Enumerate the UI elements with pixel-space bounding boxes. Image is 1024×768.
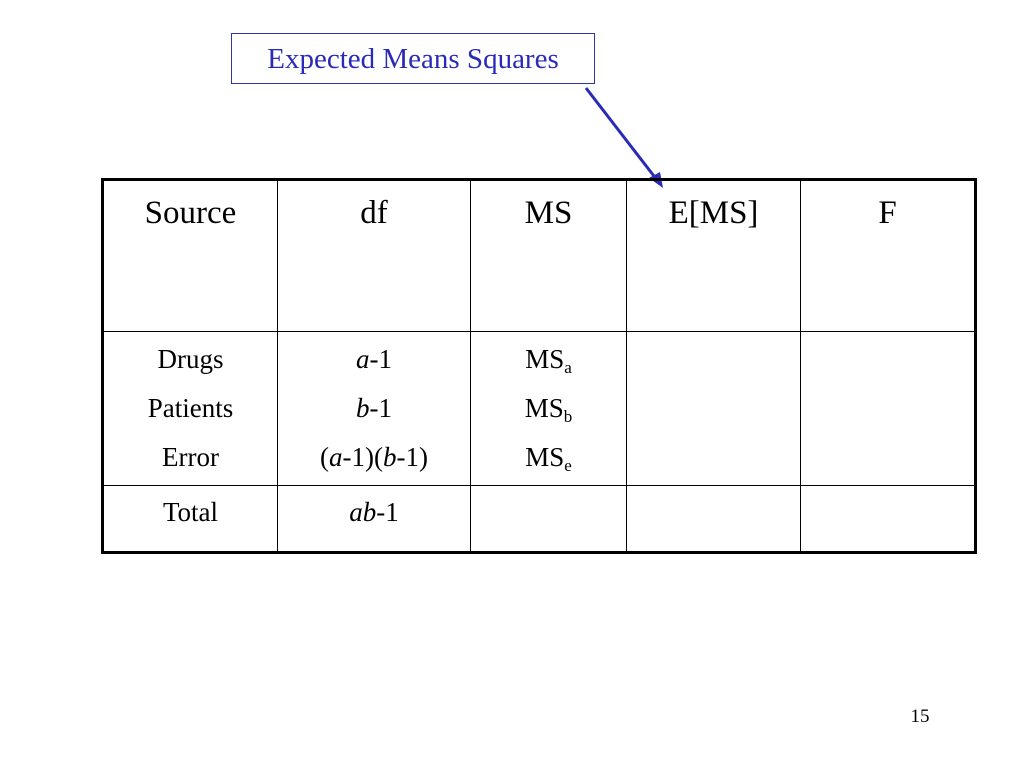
df-error: (a-1)(b-1) — [320, 442, 428, 472]
source-patients: Patients — [147, 393, 234, 423]
ms-error: MSe — [525, 442, 572, 475]
total-source: Total — [102, 485, 278, 553]
total-ms — [470, 485, 627, 553]
header-source: Source — [102, 179, 278, 332]
source-rows: Drugs Patients Error a-1 b-1 (a-1)(b-1) … — [102, 331, 976, 486]
header-ems: E[MS] — [626, 179, 801, 332]
source-error: Error — [162, 442, 219, 472]
df-cell: a-1 b-1 (a-1)(b-1) — [277, 331, 471, 486]
df-patients: b-1 — [356, 393, 392, 423]
callout-label: Expected Means Squares — [231, 33, 595, 84]
header-f: F — [800, 179, 976, 332]
ms-cell: MSa MSb MSe — [470, 331, 627, 486]
page-number: 15 — [910, 706, 930, 727]
ms-drugs: MSa — [525, 344, 572, 377]
total-ems — [626, 485, 801, 553]
source-drugs: Drugs — [157, 344, 224, 374]
total-df: ab-1 — [277, 485, 471, 553]
header-df: df — [277, 179, 471, 332]
source-cell: Drugs Patients Error — [102, 331, 278, 486]
df-drugs: a-1 — [356, 344, 392, 374]
header-ms: MS — [470, 179, 627, 332]
ems-cell — [626, 331, 801, 486]
total-f — [800, 485, 976, 553]
ms-patients: MSb — [524, 393, 573, 426]
total-row: Total ab-1 — [102, 485, 976, 553]
f-cell — [800, 331, 976, 486]
header-row: Source df MS E[MS] F — [102, 179, 976, 332]
anova-table: Source df MS E[MS] F Drugs Patients Erro… — [101, 178, 977, 554]
